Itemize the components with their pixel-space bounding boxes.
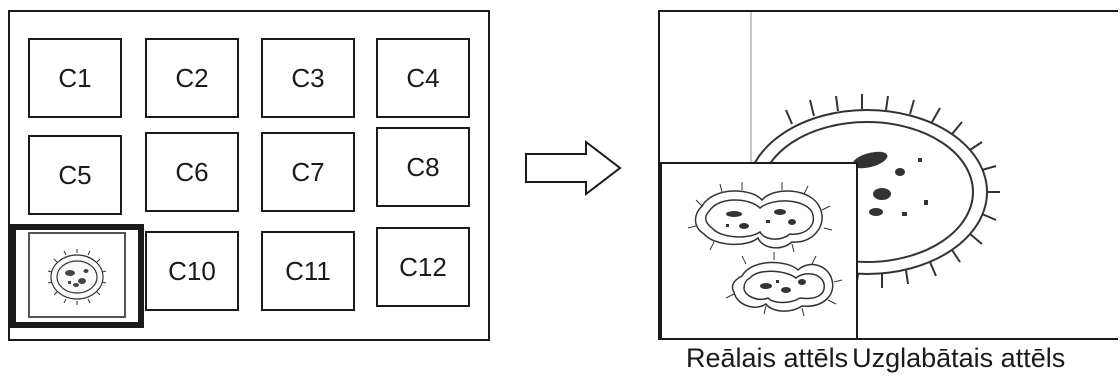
caption-real-image: Reālais attēls <box>686 343 849 373</box>
cell-c3[interactable]: C3 <box>261 38 355 118</box>
stored-image-inset <box>660 162 858 338</box>
cell-c9-thumbnail[interactable] <box>28 232 126 318</box>
cell-label: C6 <box>175 157 209 187</box>
cell-c1[interactable]: C1 <box>28 38 122 118</box>
cell-label: C7 <box>291 157 325 187</box>
image-view-panel <box>658 10 1118 340</box>
cell-c4[interactable]: C4 <box>376 38 470 118</box>
cell-c8[interactable]: C8 <box>376 127 470 207</box>
cell-c5[interactable]: C5 <box>28 135 122 215</box>
cell-c2[interactable]: C2 <box>145 38 239 118</box>
arrow-right-icon <box>525 140 622 196</box>
cell-c11[interactable]: C11 <box>261 231 355 311</box>
cell-label: C12 <box>399 252 447 282</box>
cell-label: C3 <box>291 63 325 93</box>
cell-c12[interactable]: C12 <box>376 227 470 307</box>
cell-label: C8 <box>406 152 440 182</box>
virus-pair-image <box>687 182 843 317</box>
virus-large-image <box>746 94 1000 289</box>
cell-label: C10 <box>168 256 216 286</box>
cell-c7[interactable]: C7 <box>261 132 355 212</box>
cell-label: C5 <box>58 160 92 190</box>
cell-c10[interactable]: C10 <box>145 231 239 311</box>
cell-label: C11 <box>285 256 331 286</box>
caption-stored-image: Uzglabātais attēls <box>852 343 1066 373</box>
cell-label: C2 <box>175 63 209 93</box>
cell-grid-panel: C1 C2 C3 C4 C5 C6 C7 C8 <box>8 10 490 341</box>
virus-thumbnail-icon <box>47 249 107 305</box>
selection-frame <box>10 224 144 328</box>
cell-c6[interactable]: C6 <box>145 132 239 212</box>
cell-label: C1 <box>58 63 92 93</box>
cell-label: C4 <box>406 63 440 93</box>
